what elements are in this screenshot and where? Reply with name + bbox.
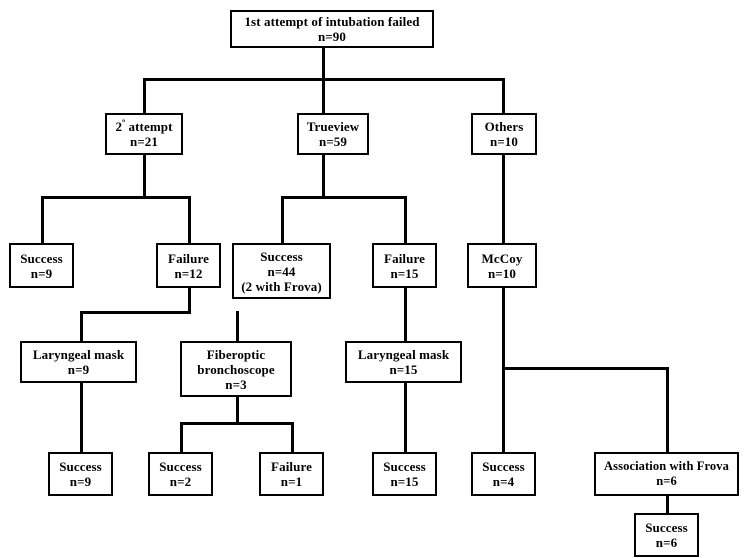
edge-to-fiber-failure xyxy=(291,422,294,453)
edge-trueview-failure-stem xyxy=(404,288,407,341)
node-second-success-line2: n=9 xyxy=(30,265,53,281)
node-lm9-success[interactable]: Success n=9 xyxy=(48,452,113,496)
edge-to-second-failure xyxy=(188,196,191,243)
node-trueview-failure[interactable]: Failure n=15 xyxy=(372,243,437,288)
node-mccoy-line2: n=10 xyxy=(487,265,517,281)
node-fiber-success-line2: n=2 xyxy=(169,474,192,489)
node-lm15-success-line2: n=15 xyxy=(390,474,419,489)
edge-to-trueview-success xyxy=(281,196,284,243)
node-frova-success-line2: n=6 xyxy=(655,535,678,550)
node-second-success-line1: Success xyxy=(20,250,63,266)
node-mccoy-success-line1: Success xyxy=(482,459,525,474)
node-trueview-success-line3: (2 with Frova) xyxy=(241,278,322,294)
node-fiber-success[interactable]: Success n=2 xyxy=(148,452,213,496)
edge-to-fiber-success xyxy=(180,422,183,453)
node-laryngeal-mask-15[interactable]: Laryngeal mask n=15 xyxy=(345,341,462,383)
node-association-with-frova[interactable]: Association with Frova n=6 xyxy=(594,452,739,496)
edge-to-fiberoptic xyxy=(236,311,239,341)
node-laryngeal-mask-9-line1: Laryngeal mask xyxy=(32,347,125,362)
node-root-line2: n=90 xyxy=(317,29,347,44)
edge-second-attempt-stem xyxy=(143,155,146,198)
edge-to-second-success xyxy=(41,196,44,243)
node-second-attempt-line2: n=21 xyxy=(129,134,159,149)
node-trueview-line2: n=59 xyxy=(318,134,348,149)
node-second-failure-line2: n=12 xyxy=(174,265,203,281)
node-frova-success[interactable]: Success n=6 xyxy=(634,513,699,557)
node-frova-success-line1: Success xyxy=(645,520,688,535)
edge-others-to-mccoy xyxy=(502,155,505,243)
node-trueview-failure-line1: Failure xyxy=(384,250,425,266)
node-trueview[interactable]: Trueview n=59 xyxy=(297,113,369,155)
edge-mccoy-bus xyxy=(502,367,669,370)
node-association-frova-line1: Association with Frova xyxy=(604,459,729,473)
edge-to-mccoy-success xyxy=(502,367,505,452)
node-root[interactable]: 1st attempt of intubation failed n=90 xyxy=(230,10,434,48)
node-fiberoptic-line2: bronchoscope xyxy=(197,361,275,377)
edge-second-attempt-bus xyxy=(41,196,191,199)
node-lm15-success[interactable]: Success n=15 xyxy=(372,452,437,496)
node-fiber-failure-line1: Failure xyxy=(271,459,312,474)
node-second-attempt[interactable]: 2º attempt n=21 xyxy=(105,113,183,155)
edge-root-stem xyxy=(322,48,325,79)
edge-second-failure-stem xyxy=(188,288,191,314)
node-fiber-failure[interactable]: Failure n=1 xyxy=(259,452,324,496)
node-mccoy-success[interactable]: Success n=4 xyxy=(471,452,536,496)
node-fiber-success-line1: Success xyxy=(159,459,202,474)
node-second-failure-line1: Failure xyxy=(168,250,209,266)
edge-to-trueview-failure xyxy=(404,196,407,243)
node-laryngeal-mask-15-line2: n=15 xyxy=(389,362,418,377)
node-fiberoptic-line3: n=3 xyxy=(225,376,247,392)
node-others-line1: Others xyxy=(484,119,524,134)
node-association-frova-line2: n=6 xyxy=(656,474,677,488)
node-laryngeal-mask-15-line1: Laryngeal mask xyxy=(357,347,450,362)
edge-to-trueview xyxy=(322,78,325,113)
node-laryngeal-mask-9-line2: n=9 xyxy=(67,362,90,377)
edge-trueview-bus xyxy=(281,196,407,199)
node-others[interactable]: Others n=10 xyxy=(471,113,537,155)
edge-mccoy-stem xyxy=(502,288,505,370)
node-second-success[interactable]: Success n=9 xyxy=(9,243,74,288)
node-fiberoptic-bronchoscope[interactable]: Fiberoptic bronchoscope n=3 xyxy=(180,341,292,397)
node-trueview-success[interactable]: Success n=44 (2 with Frova) xyxy=(232,243,331,299)
node-lm9-success-line2: n=9 xyxy=(69,474,92,489)
node-root-line1: 1st attempt of intubation failed xyxy=(244,14,420,29)
edge-fiberoptic-bus xyxy=(180,422,293,425)
node-others-line2: n=10 xyxy=(489,134,519,149)
edge-second-failure-bus xyxy=(80,311,191,314)
edge-fiberoptic-stem xyxy=(236,396,239,425)
node-fiberoptic-line1: Fiberoptic xyxy=(206,346,266,362)
edge-frova-to-success xyxy=(666,496,669,514)
node-trueview-line1: Trueview xyxy=(306,119,360,134)
node-mccoy-line1: McCoy xyxy=(481,250,523,266)
edge-trueview-stem xyxy=(322,155,325,198)
node-lm15-success-line1: Success xyxy=(383,459,426,474)
edge-to-laryngeal-mask-9 xyxy=(80,311,83,341)
node-laryngeal-mask-9[interactable]: Laryngeal mask n=9 xyxy=(20,341,137,383)
edge-lm15-to-success xyxy=(404,383,407,453)
node-mccoy[interactable]: McCoy n=10 xyxy=(467,243,537,288)
node-lm9-success-line1: Success xyxy=(59,459,102,474)
edge-lm9-to-success xyxy=(80,383,83,453)
node-trueview-failure-line2: n=15 xyxy=(390,265,419,281)
node-second-attempt-line1: 2º attempt xyxy=(115,117,173,134)
node-second-failure[interactable]: Failure n=12 xyxy=(156,243,221,288)
node-mccoy-success-line2: n=4 xyxy=(492,474,515,489)
node-trueview-success-line2: n=44 xyxy=(267,263,296,279)
edge-to-association-frova xyxy=(666,367,669,452)
node-trueview-success-line1: Success xyxy=(260,248,303,264)
edge-to-others xyxy=(502,78,505,113)
node-fiber-failure-line2: n=1 xyxy=(280,474,303,489)
edge-to-second-attempt xyxy=(143,78,146,113)
